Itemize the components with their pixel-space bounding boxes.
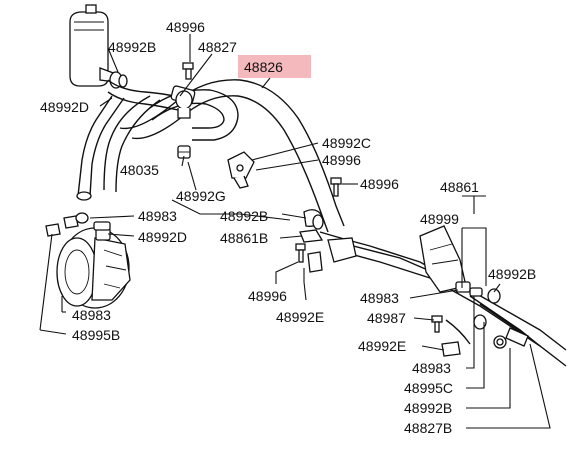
label-48992B-mid: 48992B bbox=[220, 208, 268, 224]
bolt-48996-right bbox=[330, 177, 342, 197]
label-48992E-low: 48992E bbox=[358, 338, 406, 354]
reservoir-tank bbox=[69, 4, 117, 87]
label-48983-b: 48983 bbox=[360, 290, 399, 306]
label-48992G: 48992G bbox=[176, 188, 226, 204]
label-48992D-mid: 48992D bbox=[138, 229, 187, 245]
label-48992B-low: 48992B bbox=[404, 400, 452, 416]
label-48996-top: 48996 bbox=[166, 19, 205, 35]
label-48983-c: 48983 bbox=[412, 360, 451, 376]
label-48827B: 48827B bbox=[404, 420, 452, 436]
label-48987: 48987 bbox=[367, 310, 406, 326]
label-48861B: 48861B bbox=[220, 230, 268, 246]
label-48996-right: 48996 bbox=[360, 176, 399, 192]
mid-fittings bbox=[295, 209, 357, 273]
bracket-48992C bbox=[227, 151, 255, 189]
part-labels: 48996 48992B 48827 48826 48992D 48992C 4… bbox=[40, 19, 536, 436]
power-steering-pump bbox=[45, 212, 131, 309]
label-48983-a: 48983 bbox=[138, 208, 177, 224]
label-48827: 48827 bbox=[198, 39, 237, 55]
label-48999: 48999 bbox=[420, 211, 459, 227]
label-48996-low: 48996 bbox=[248, 288, 287, 304]
label-48826: 48826 bbox=[244, 59, 283, 75]
gear-fittings bbox=[431, 281, 507, 357]
label-48992B-top: 48992B bbox=[108, 39, 156, 55]
label-48983-left: 48983 bbox=[72, 307, 111, 323]
label-48995C: 48995C bbox=[404, 380, 453, 396]
label-48861-right: 48861 bbox=[440, 179, 479, 195]
leader-lines bbox=[39, 34, 551, 429]
label-48995B: 48995B bbox=[72, 327, 120, 343]
label-48992B-right: 48992B bbox=[488, 266, 536, 282]
label-48992D-left: 48992D bbox=[40, 99, 89, 115]
highlight-box bbox=[238, 55, 311, 78]
label-48996-mid: 48996 bbox=[322, 152, 361, 168]
label-48992E-mid: 48992E bbox=[276, 309, 324, 325]
hose-clamp-main bbox=[170, 85, 196, 119]
label-48035: 48035 bbox=[120, 162, 159, 178]
bolt-48996-top bbox=[182, 62, 194, 80]
label-48992C: 48992C bbox=[322, 135, 371, 151]
